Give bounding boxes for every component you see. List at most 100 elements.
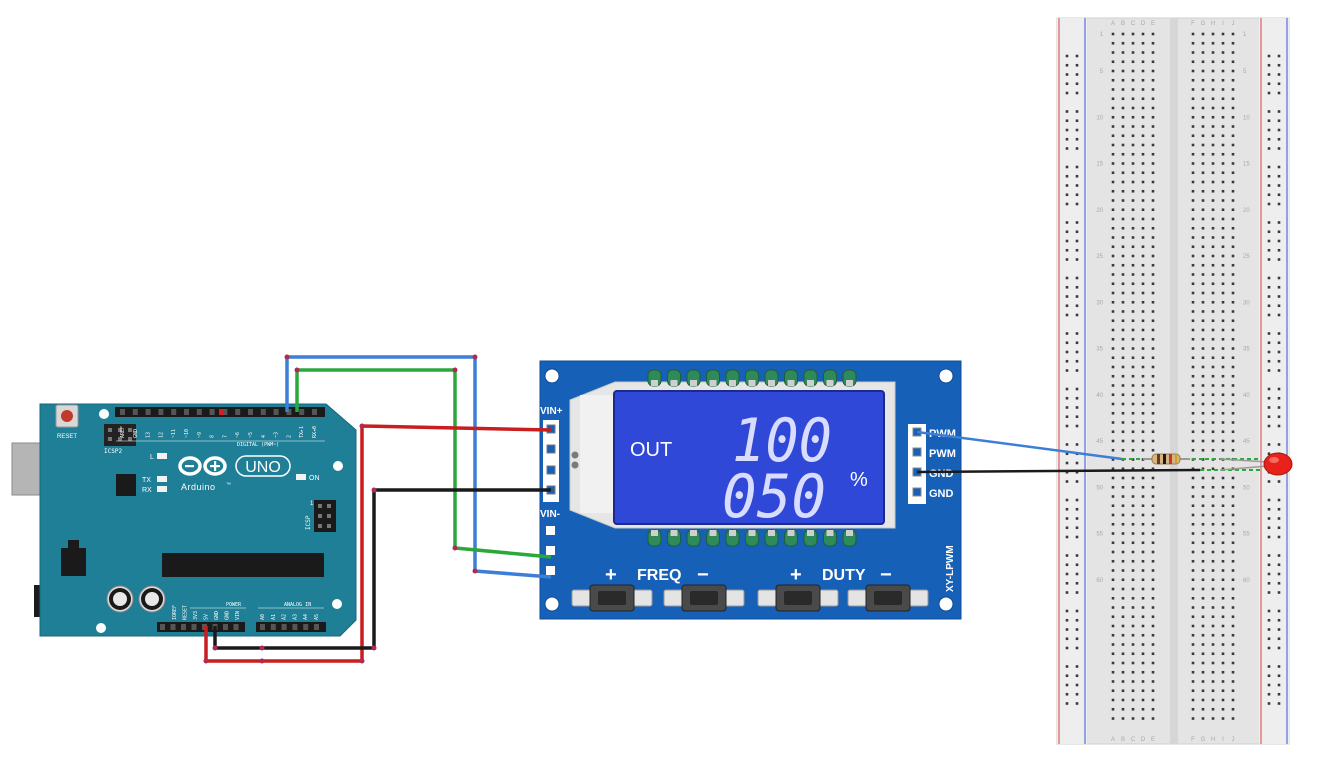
led-on-label: ON <box>309 475 320 482</box>
power-pin-label: GND <box>225 611 231 620</box>
freq-plus-button[interactable] <box>571 584 653 612</box>
module-model-label: XY-LPWM <box>945 545 956 592</box>
breadboard-row-number: 35 <box>1243 347 1250 353</box>
icsp-label: ICSP <box>305 515 312 530</box>
analog-pin-label: A3 <box>292 614 298 620</box>
breadboard-column-label: G <box>1201 737 1206 743</box>
signal-pad <box>546 526 555 535</box>
breadboard-row-number: 15 <box>1243 162 1250 168</box>
digital-pin-label: ~9 <box>197 432 203 438</box>
digital-pin-label: GND <box>133 429 139 438</box>
breadboard-left-rail <box>1057 18 1087 744</box>
mount-hole <box>544 368 560 384</box>
analog-pin-label: A5 <box>314 614 320 620</box>
power-header <box>157 622 245 632</box>
breadboard-row-number: 25 <box>1096 254 1103 260</box>
breadboard-row-number: 5 <box>1243 69 1247 75</box>
usb-chip <box>116 474 136 496</box>
breadboard-column-label: J <box>1232 21 1235 27</box>
duty-plus-button[interactable] <box>757 584 839 612</box>
digital-pin-label: 2 <box>286 435 292 438</box>
digital-header-pins <box>120 409 317 415</box>
pwm-output-pin-label: GND <box>929 488 954 500</box>
breadboard-row-number: 45 <box>1243 439 1250 445</box>
breadboard-column-label: E <box>1151 737 1155 743</box>
breadboard-row-number: 50 <box>1096 485 1103 491</box>
breadboard-row-number: 60 <box>1243 578 1250 584</box>
led-tx <box>157 476 167 482</box>
duty-plus-label: + <box>790 564 802 586</box>
digital-pin-label: 4 <box>261 435 267 438</box>
led-red <box>1200 452 1293 476</box>
breadboard-column-label: A <box>1111 21 1115 27</box>
breadboard-row-number: 40 <box>1243 393 1250 399</box>
duty-label: DUTY <box>822 567 866 584</box>
atmega-chip <box>162 553 324 577</box>
lcd-out-label: OUT <box>630 439 672 461</box>
breadboard-row-number: 15 <box>1096 162 1103 168</box>
mount-hole <box>333 461 343 471</box>
digital-label: DIGITAL (PWM~) <box>237 442 279 448</box>
freq-minus-button[interactable] <box>663 584 745 612</box>
duty-minus-label: − <box>880 564 892 586</box>
analog-pin-label: A4 <box>303 614 309 620</box>
duty-minus-button[interactable] <box>847 584 929 612</box>
power-pin-label: 3V3 <box>193 611 199 620</box>
power-pin-label: 5V <box>204 614 210 620</box>
freq-minus-label: − <box>697 564 709 586</box>
analog-pin-label: A2 <box>282 614 288 620</box>
breadboard-row-number: 50 <box>1243 485 1250 491</box>
digital-pin-label: 8 <box>210 435 216 438</box>
power-pin-label: GND <box>214 611 220 620</box>
breadboard-column-label: D <box>1141 737 1146 743</box>
breadboard-row-number: 55 <box>1096 532 1103 538</box>
led-tx-label: TX <box>142 477 151 484</box>
digital-pin-label: ~11 <box>171 429 177 438</box>
breadboard-row-number: 55 <box>1243 532 1250 538</box>
breadboard-row-number: 30 <box>1243 300 1250 306</box>
breadboard-row-number: 40 <box>1096 393 1103 399</box>
bottom-header-pins <box>160 624 319 630</box>
breadboard-row-number: 20 <box>1243 208 1250 214</box>
breadboard-column-label: H <box>1211 737 1215 743</box>
breadboard-column-label: B <box>1121 737 1125 743</box>
digital-pin-label: RX◂0 <box>312 426 318 438</box>
mount-hole <box>544 596 560 612</box>
arduino-tm: ™ <box>226 482 231 488</box>
led-l-label: L <box>150 454 154 461</box>
reset-button-cap[interactable] <box>61 410 73 422</box>
breadboard-row-number: 20 <box>1096 208 1103 214</box>
wire-blue-pwm-to-resistor <box>916 430 1123 461</box>
lcd-duty-value: 050 <box>722 462 826 532</box>
power-pin-label: VIN <box>235 611 241 620</box>
breadboard-row-number: 1 <box>1100 32 1104 38</box>
breadboard-right-rail <box>1259 18 1289 744</box>
breadboard-column-label: C <box>1131 21 1136 27</box>
mount-hole <box>99 409 109 419</box>
header-pin-marker <box>219 409 224 415</box>
breadboard-column-label: H <box>1211 21 1215 27</box>
wire-joints <box>203 354 478 664</box>
signal-pad <box>546 566 555 575</box>
led-rx-label: RX <box>142 487 152 494</box>
breadboard-column-label: I <box>1222 737 1224 743</box>
breadboard-column-label: B <box>1121 21 1125 27</box>
icsp-pin1-label: 1 <box>310 501 314 507</box>
pwm-output-pin-label: PWM <box>929 448 956 460</box>
led-rx <box>157 486 167 492</box>
vin-plus-label: VIN+ <box>540 406 563 417</box>
breadboard-column-label: C <box>1131 737 1136 743</box>
analog-header <box>256 622 326 632</box>
digital-pin-label: 12 <box>158 432 164 438</box>
breadboard-column-label: I <box>1222 21 1224 27</box>
digital-pin-label: ~6 <box>235 432 241 438</box>
mount-hole <box>938 368 954 384</box>
power-pin-label: RESET <box>183 605 189 620</box>
signal-pad <box>546 546 555 555</box>
digital-pin-label: AREF <box>120 426 126 438</box>
